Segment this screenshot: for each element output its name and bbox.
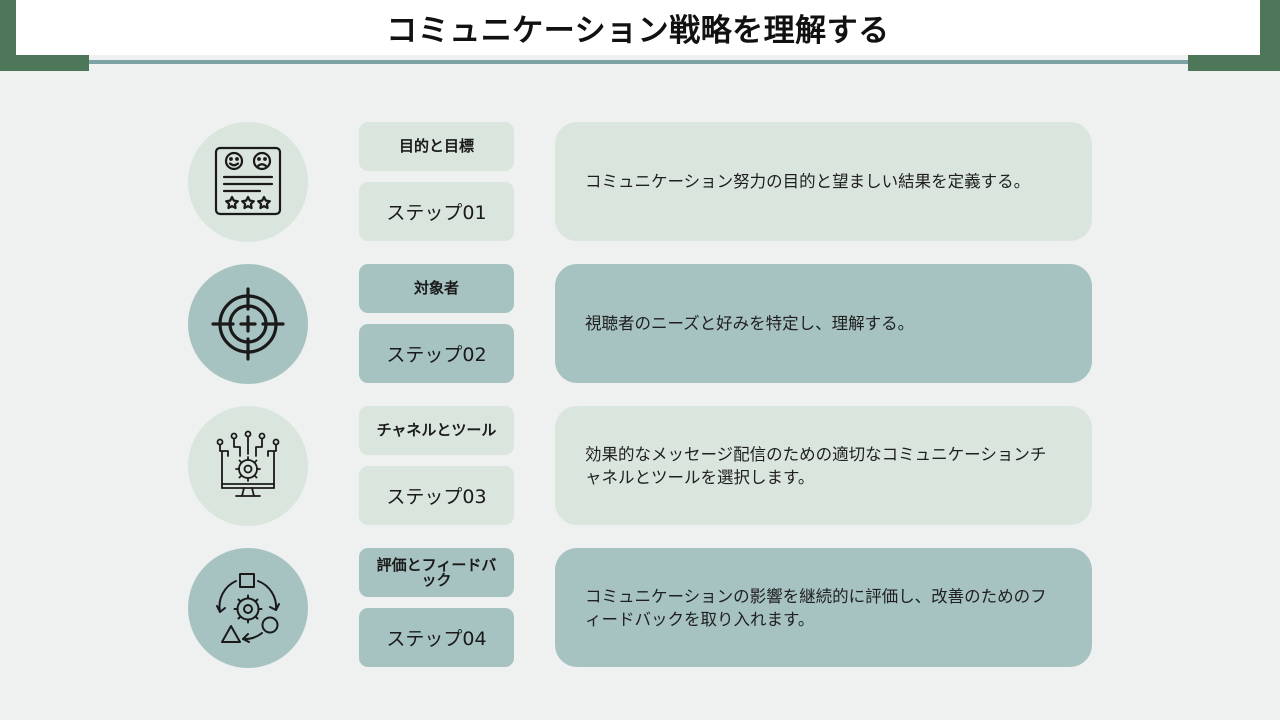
step-icon-circle-1 [188,122,308,242]
header-divider [89,60,1188,64]
step-description-4: コミュニケーションの影響を継続的に評価し、改善のためのフィードバックを取り入れま… [555,548,1092,667]
feedback-form-icon [214,146,282,216]
step-title-1: 目的と目標 [359,122,514,171]
step-description-text-1: コミュニケーション努力の目的と望ましい結果を定義する。 [585,172,1031,191]
step-title-label-1: 目的と目標 [398,137,474,155]
step-description-1: コミュニケーション努力の目的と望ましい結果を定義する。 [555,122,1092,241]
step-row-4: 評価とフィードバック ステップ04 コミュニケーションの影響を継続的に評価し、改… [0,548,1280,668]
page-title: コミュニケーション戦略を理解する [386,13,890,49]
step-row-1: 目的と目標 ステップ01 コミュニケーション努力の目的と望ましい結果を定義する。 [0,122,1280,242]
step-description-text-3: 効果的なメッセージ配信のための適切なコミュニケーションチャネルとツールを選択しま… [585,444,1047,487]
step-title-label-4: 評価とフィードバック [376,555,497,589]
step-description-2: 視聴者のニーズと好みを特定し、理解する。 [555,264,1092,383]
step-number-4: ステップ04 [359,608,514,667]
step-description-text-4: コミュニケーションの影響を継続的に評価し、改善のためのフィードバックを取り入れま… [585,586,1047,629]
step-description-text-2: 視聴者のニーズと好みを特定し、理解する。 [585,314,915,333]
step-number-1: ステップ01 [359,182,514,241]
step-icon-circle-4 [188,548,308,668]
step-number-label-2: ステップ02 [386,344,487,366]
step-description-3: 効果的なメッセージ配信のための適切なコミュニケーションチャネルとツールを選択しま… [555,406,1092,525]
header-panel: コミュニケーション戦略を理解する [16,0,1260,55]
step-title-label-3: チャネルとツール [376,421,497,439]
step-title-2: 対象者 [359,264,514,313]
step-title-4: 評価とフィードバック [359,548,514,597]
step-row-2: 対象者 ステップ02 視聴者のニーズと好みを特定し、理解する。 [0,264,1280,384]
monitor-gear-network-icon [216,430,280,497]
step-number-3: ステップ03 [359,466,514,525]
target-crosshair-icon [211,287,285,361]
step-title-label-2: 対象者 [413,279,459,297]
step-icon-circle-3 [188,406,308,526]
step-row-3: チャネルとツール ステップ03 効果的なメッセージ配信のための適切なコミュニケー… [0,406,1280,526]
step-number-label-1: ステップ01 [386,202,487,224]
step-number-label-4: ステップ04 [386,628,487,650]
step-number-label-3: ステップ03 [386,486,487,508]
step-icon-circle-2 [188,264,308,384]
gear-cycle-icon [216,573,280,643]
step-number-2: ステップ02 [359,324,514,383]
step-title-3: チャネルとツール [359,406,514,455]
